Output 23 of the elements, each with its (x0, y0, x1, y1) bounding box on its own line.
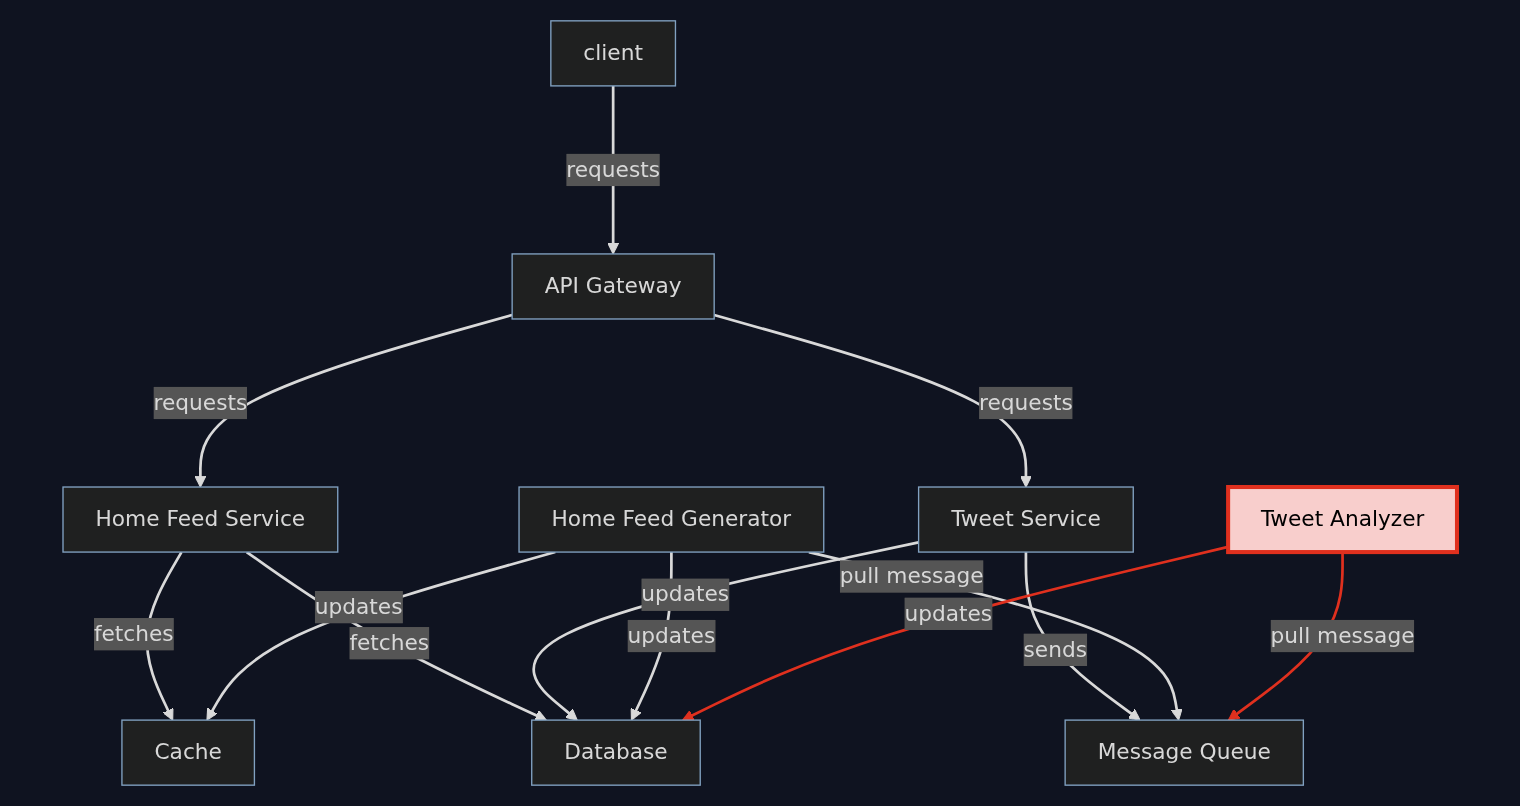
edge-label: requests (566, 156, 661, 183)
edge-label: updates (627, 622, 716, 649)
edge-label: requests (153, 389, 248, 416)
edge-label: requests (979, 389, 1073, 416)
edge-label: updates (314, 593, 403, 620)
node-box: Tweet Service (917, 486, 1134, 553)
edge-label: fetches (93, 620, 174, 647)
node-box: Tweet Analyzer (1226, 485, 1460, 555)
edge-label: sends (1023, 636, 1087, 662)
node-box: Database (531, 719, 701, 786)
node-box: Message Queue (1064, 719, 1305, 786)
edge-label: updates (641, 581, 730, 607)
node-box: Home Feed Service (62, 486, 339, 553)
edge-label: pull message (1270, 622, 1415, 649)
node-box: client (550, 20, 677, 87)
arrow (713, 313, 1032, 488)
arrow (194, 313, 513, 488)
node-box: Home Feed Generator (518, 486, 825, 553)
edge-label: updates (904, 600, 993, 626)
edge-label: fetches (349, 629, 430, 656)
edge-label: pull message (839, 562, 984, 589)
node-box: Cache (121, 719, 256, 786)
node-box: API Gateway (511, 253, 715, 320)
